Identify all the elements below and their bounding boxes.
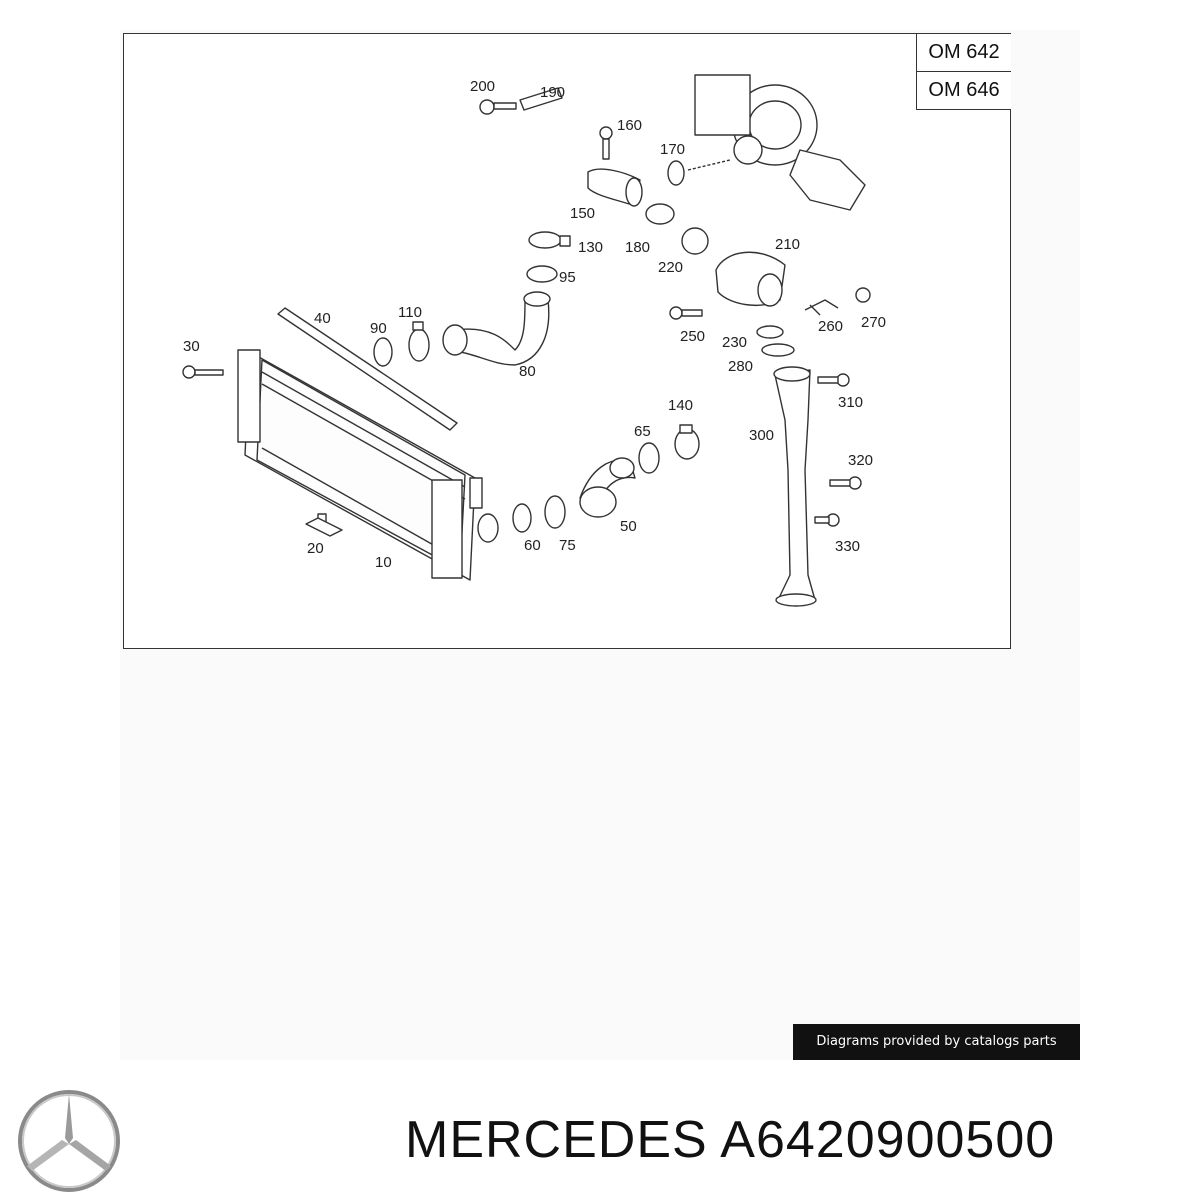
label-part-260: 260: [818, 318, 843, 335]
label-part-250: 250: [680, 328, 705, 345]
mercedes-star-icon: [18, 1090, 120, 1192]
label-part-60: 60: [524, 537, 541, 554]
label-part-280: 280: [728, 358, 753, 375]
diagram-credit-banner: Diagrams provided by catalogs parts: [793, 1024, 1080, 1060]
label-part-180: 180: [625, 239, 650, 256]
clamp-part-130: [528, 231, 571, 249]
label-part-130: 130: [578, 239, 603, 256]
label-part-65: 65: [634, 423, 651, 440]
bolt-part-200: [479, 99, 517, 115]
engine-variant-box: OM 642 OM 646: [916, 34, 1011, 110]
throttle-body-part-210: [715, 251, 786, 307]
bolt-part-30: [182, 365, 224, 379]
label-part-190: 190: [540, 84, 565, 101]
label-part-320: 320: [848, 452, 873, 469]
bolt-part-250: [669, 306, 703, 320]
clamp-part-140: [674, 424, 700, 460]
label-part-220: 220: [658, 259, 683, 276]
bolt-part-330: [814, 513, 840, 527]
ring-part-220: [681, 227, 709, 255]
label-part-40: 40: [314, 310, 331, 327]
nut-part-270: [855, 287, 871, 303]
label-part-75: 75: [559, 537, 576, 554]
label-part-300: 300: [749, 427, 774, 444]
label-part-20: 20: [307, 540, 324, 557]
label-part-140: 140: [668, 397, 693, 414]
label-part-170: 170: [660, 141, 685, 158]
bolt-part-320: [829, 476, 862, 490]
brand-part-title: MERCEDES A6420900500: [405, 1111, 1056, 1169]
o-ring-part-65: [638, 442, 660, 474]
label-part-110: 110: [398, 304, 422, 321]
label-part-90: 90: [370, 320, 387, 337]
screw-part-160: [599, 126, 613, 160]
label-part-330: 330: [835, 538, 860, 555]
bracket-part-20: [305, 513, 343, 537]
engine-variant-om646: OM 646: [928, 79, 1000, 101]
label-part-210: 210: [775, 236, 800, 253]
o-ring-part-90: [373, 337, 393, 367]
engine-variant-om642: OM 642: [917, 34, 1011, 72]
label-part-230: 230: [722, 334, 747, 351]
intercooler-part-10: [237, 349, 499, 581]
o-ring-part-60: [512, 503, 532, 533]
label-part-310: 310: [838, 394, 863, 411]
pipe-part-300: [773, 366, 817, 607]
label-part-10: 10: [375, 554, 392, 571]
hose-part-80: [442, 291, 551, 366]
label-part-150: 150: [570, 205, 595, 222]
hose-part-150: [587, 168, 643, 207]
label-part-270: 270: [861, 314, 886, 331]
o-ring-part-170: [667, 160, 685, 186]
label-part-200: 200: [470, 78, 495, 95]
seal-strip-part-40: [277, 307, 458, 431]
clamp-part-75: [544, 495, 566, 529]
label-part-50: 50: [620, 518, 637, 535]
bolt-part-310: [817, 373, 850, 387]
turbocharger-assembly: [694, 74, 866, 211]
label-part-95: 95: [559, 269, 576, 286]
label-part-30: 30: [183, 338, 200, 355]
parts-diagram-frame: [123, 33, 1011, 649]
bracket-part-260: [804, 299, 839, 316]
link-part-190: [519, 87, 563, 111]
clamp-part-180: [645, 203, 675, 225]
o-ring-part-95: [526, 265, 558, 283]
seal-part-280: [761, 343, 795, 357]
o-ring-part-230: [756, 325, 784, 339]
clamp-part-110: [408, 321, 430, 362]
label-part-160: 160: [617, 117, 642, 134]
label-part-80: 80: [519, 363, 536, 380]
elbow-hose-part-50: [579, 457, 636, 518]
